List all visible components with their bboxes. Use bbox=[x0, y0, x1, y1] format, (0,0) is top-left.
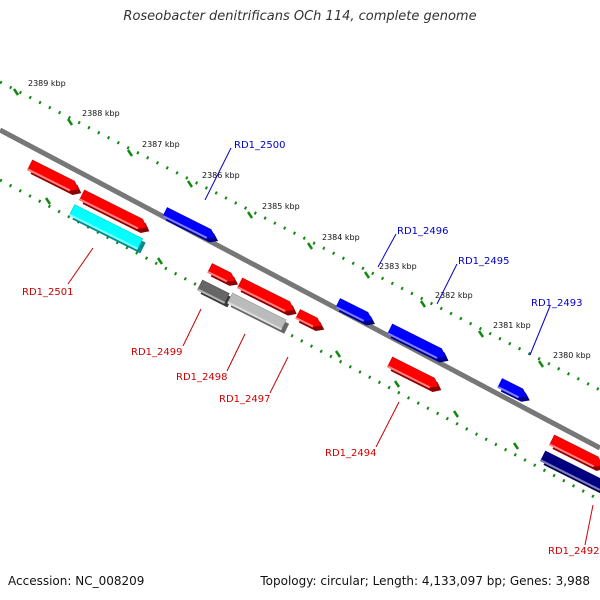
gene-label-rd1-2500: RD1_2500 bbox=[234, 140, 285, 151]
accession-text: Accession: NC_008209 bbox=[8, 574, 145, 588]
gene-rd1-2499 bbox=[197, 279, 233, 308]
gene-unlabeled-1 bbox=[27, 159, 82, 195]
tick-label: 2383 kbp bbox=[379, 262, 417, 271]
map-title: Roseobacter denitrificans OCh 114, compl… bbox=[123, 9, 477, 24]
tick-mark bbox=[246, 211, 254, 219]
gene-unlabeled-4 bbox=[207, 263, 239, 286]
callout-leader bbox=[67, 247, 94, 285]
gene-rd1-2497 bbox=[295, 309, 325, 331]
tick-label: 2386 kbp bbox=[202, 171, 240, 180]
tick-mark-lower bbox=[452, 410, 460, 418]
tick-mark bbox=[419, 300, 427, 308]
gene-highlight bbox=[237, 286, 286, 313]
gene-highlight bbox=[197, 288, 226, 304]
tick-mark bbox=[363, 271, 371, 279]
gene-rd1-2492 bbox=[540, 450, 600, 494]
gene-label-rd1-2495: RD1_2495 bbox=[458, 256, 509, 267]
tick-label: 2385 kbp bbox=[262, 202, 300, 211]
callout-leader bbox=[375, 401, 400, 448]
tick-label: 2380 kbp bbox=[553, 351, 591, 360]
tick-mark bbox=[477, 330, 485, 338]
gene-rd1-2501 bbox=[68, 204, 146, 254]
gene-highlight bbox=[540, 459, 600, 491]
tick-mark-lower bbox=[512, 442, 520, 450]
tick-row-upper bbox=[0, 80, 600, 392]
gene-highlight bbox=[79, 198, 139, 230]
gene-highlight bbox=[335, 306, 365, 322]
tick-mark bbox=[66, 118, 74, 126]
tick-mark-lower bbox=[334, 350, 342, 358]
gene-highlight bbox=[27, 168, 71, 192]
tick-label: 2381 kbp bbox=[493, 321, 531, 330]
gene-highlight bbox=[227, 301, 282, 331]
tick-mark bbox=[12, 88, 20, 96]
tick-label: 2384 kbp bbox=[322, 233, 360, 242]
gene-rd1-2493 bbox=[497, 378, 530, 402]
gene-label-rd1-2493: RD1_2493 bbox=[531, 298, 582, 309]
gene-rd1-2500 bbox=[162, 207, 219, 243]
tick-label: 2389 kbp bbox=[28, 79, 66, 88]
gene-highlight bbox=[162, 215, 208, 239]
callout-leader bbox=[529, 305, 551, 356]
gene-label-rd1-2497: RD1_2497 bbox=[219, 394, 270, 405]
tick-mark-lower bbox=[156, 257, 164, 265]
gene-label-rd1-2499: RD1_2499 bbox=[131, 347, 182, 358]
gene-label-rd1-2492: RD1_2492 bbox=[548, 546, 599, 557]
callout-leader bbox=[584, 504, 594, 546]
callout-leader bbox=[204, 147, 232, 201]
gene-rd1-2494 bbox=[387, 356, 442, 392]
tick-mark-lower bbox=[393, 380, 401, 388]
gene-label-rd1-2498: RD1_2498 bbox=[176, 372, 227, 383]
gene-highlight bbox=[387, 332, 438, 359]
tick-mark bbox=[306, 242, 314, 250]
gene-highlight bbox=[497, 386, 520, 399]
tick-mark bbox=[537, 360, 545, 368]
gene-highlight bbox=[549, 443, 595, 468]
gene-label-rd1-2501: RD1_2501 bbox=[22, 287, 73, 298]
callout-leader bbox=[182, 308, 202, 347]
callout-leader bbox=[226, 333, 246, 372]
gene-highlight bbox=[207, 271, 228, 283]
gene-label-rd1-2494: RD1_2494 bbox=[325, 448, 376, 459]
tick-label: 2382 kbp bbox=[435, 291, 473, 300]
tick-label: 2388 kbp bbox=[82, 109, 120, 118]
gene-highlight bbox=[69, 213, 139, 250]
callout-leader bbox=[377, 233, 397, 268]
genome-summary-text: Topology: circular; Length: 4,133,097 bp… bbox=[260, 574, 590, 588]
genome-backbone bbox=[0, 127, 600, 451]
gene-highlight bbox=[295, 317, 314, 328]
tick-mark-lower bbox=[44, 197, 52, 205]
gene-rd1-2498 bbox=[227, 292, 290, 334]
gene-unlabeled-6 bbox=[237, 277, 297, 316]
gene-label-rd1-2496: RD1_2496 bbox=[397, 226, 448, 237]
gene-unlabeled-13 bbox=[549, 434, 600, 471]
gene-rd1-2495 bbox=[387, 323, 449, 363]
gene-rd1-2496 bbox=[335, 298, 375, 326]
tick-label: 2387 kbp bbox=[142, 140, 180, 149]
gene-highlight bbox=[387, 365, 431, 389]
callout-leader bbox=[269, 356, 289, 394]
tick-mark bbox=[126, 149, 134, 157]
tick-mark bbox=[186, 180, 194, 188]
gene-unlabeled-2 bbox=[79, 189, 150, 233]
callout-leader bbox=[436, 263, 458, 305]
